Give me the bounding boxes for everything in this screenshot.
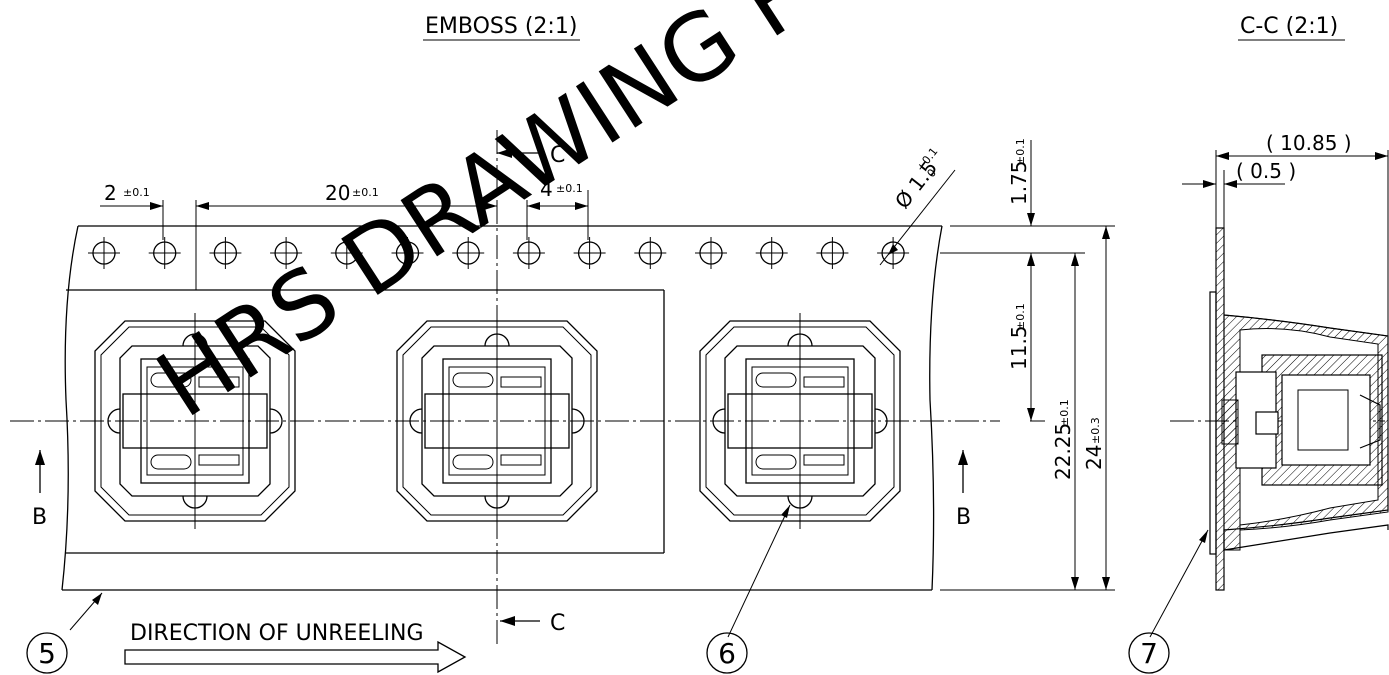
section-c-c-view: ( 10.85 ) ( 0.5 ) — [1182, 131, 1389, 591]
sprocket-holes — [88, 237, 910, 269]
svg-text:7: 7 — [1140, 637, 1158, 670]
sprocket-hole — [148, 237, 181, 269]
sprocket-hole — [755, 237, 788, 269]
dim-tape-width-tol: ±0.3 — [1089, 417, 1102, 444]
dim-pocket-pitch-tol: ±0.1 — [352, 186, 379, 199]
direction-arrow-icon — [124, 640, 467, 674]
sprocket-hole — [512, 237, 545, 269]
section-b-marks: B B — [32, 450, 971, 530]
balloon-7: 7 — [1128, 632, 1170, 674]
dim-edge-to-hole-tol: ±0.1 — [1014, 138, 1027, 165]
dim-tape-width: 24 — [1082, 445, 1106, 470]
sprocket-hole — [816, 237, 849, 269]
sprocket-hole — [634, 237, 667, 269]
dim-section-depth: ( 10.85 ) — [1266, 131, 1352, 155]
section-c-bottom-label: C — [550, 611, 565, 636]
sprocket-hole — [330, 237, 363, 269]
sprocket-hole — [452, 237, 485, 269]
sprocket-hole — [877, 237, 910, 269]
emboss-view-title: EMBOSS (2:1) — [425, 14, 577, 39]
dim-hole-offset-tol: ±0.1 — [123, 186, 150, 199]
dim-hole-offset: 2 — [104, 181, 117, 205]
emboss-pockets — [94, 313, 901, 529]
sprocket-hole — [270, 237, 303, 269]
emboss-pocket — [94, 313, 296, 529]
dim-hole-to-edge: 22.25 — [1051, 423, 1075, 480]
sprocket-hole — [391, 237, 424, 269]
balloon-6: 6 — [706, 632, 748, 674]
unreeling-direction: DIRECTION OF UNREELING — [124, 621, 467, 674]
emboss-pocket — [396, 313, 598, 529]
svg-text:5: 5 — [38, 637, 56, 670]
watermark-text: HRS DRAWING FOR — [139, 0, 941, 438]
dim-section-thickness: ( 0.5 ) — [1236, 159, 1296, 183]
svg-text:6: 6 — [718, 637, 736, 670]
dim-pocket-pitch: 20 — [325, 181, 350, 205]
dim-hole-pitch: 4 — [540, 177, 553, 201]
dim-edge-to-hole: 1.75 — [1007, 160, 1031, 205]
section-c-top-label: C — [550, 143, 565, 168]
sprocket-hole — [695, 237, 727, 269]
dim-hole-to-center: 11.5 — [1007, 325, 1031, 370]
balloon-5: 5 — [26, 632, 68, 674]
direction-label: DIRECTION OF UNREELING — [130, 621, 424, 646]
sprocket-hole — [573, 237, 606, 269]
vertical-dimensions: 1.75 ±0.1 11.5 ±0.1 22.25 ±0.1 24 ±0.3 — [940, 138, 1115, 591]
emboss-pocket — [699, 313, 901, 529]
dim-hole-to-edge-tol: ±0.1 — [1058, 399, 1071, 426]
balloon-leaders — [69, 504, 1209, 638]
section-c-marks: C C — [497, 143, 565, 636]
sprocket-hole — [88, 237, 120, 269]
dim-hole-to-center-tol: ±0.1 — [1014, 303, 1027, 330]
section-b-right-label: B — [956, 505, 971, 530]
dim-hole-pitch-tol: ±0.1 — [556, 182, 583, 195]
section-b-left-label: B — [32, 505, 47, 530]
section-view-title: C-C (2:1) — [1240, 14, 1338, 39]
sprocket-hole — [209, 237, 242, 269]
